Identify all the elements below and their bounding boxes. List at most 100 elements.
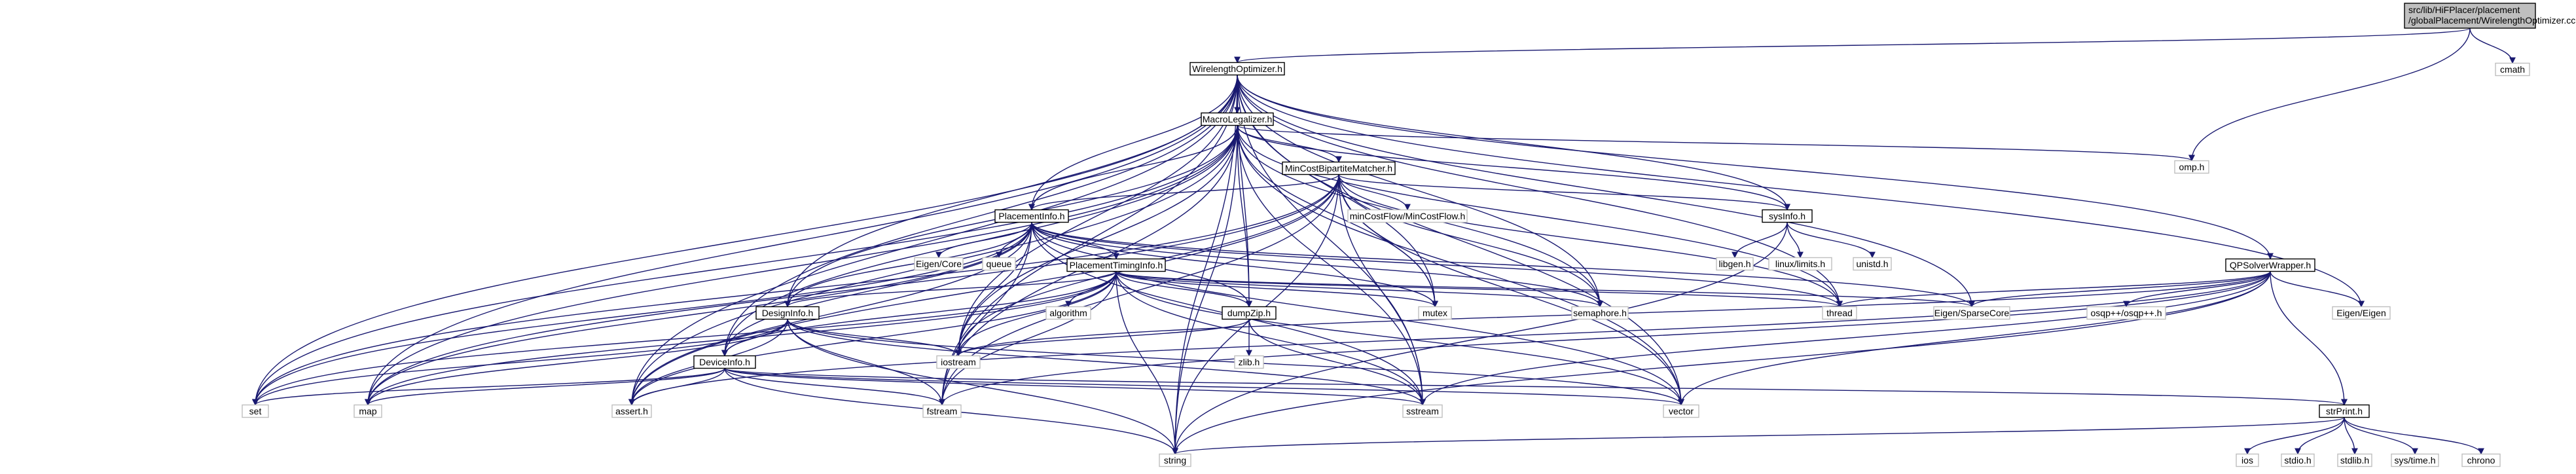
node-wo-box[interactable] [1189,62,1285,76]
edge-root-to-omp [2188,27,2471,162]
node-zlib-box [1234,355,1264,369]
node-pi-label[interactable]: PlacementInfo.h [998,211,1064,221]
edge-pi-to-assert [628,222,1032,406]
node-assert-label: assert.h [615,406,648,416]
node-vector-box [1663,404,1699,418]
edge-devi-to-set [252,367,725,406]
edge-root-to-cmath [2469,27,2516,64]
node-libgen-box [1716,257,1754,271]
node-pti-box[interactable] [1066,258,1166,272]
node-ml-box[interactable] [1201,112,1274,126]
edge-pti-to-dumpzip [1116,271,1252,308]
node-sparse-box [1933,306,2010,320]
edge-ml-to-set [252,125,1238,406]
node-qpsw-label[interactable]: QPSolverWrapper.h [2230,260,2311,270]
edge-dumpzip-to-sstream [1248,319,1426,406]
edge-sysinfo-to-string [1172,222,1788,455]
node-strprint-label[interactable]: strPrint.h [2326,406,2363,416]
node-mcbm-label[interactable]: MinCostBipartiteMatcher.h [1285,163,1392,173]
node-devi-label[interactable]: DeviceInfo.h [699,357,750,367]
node-dumpzip-box[interactable] [1222,306,1277,320]
edge-pti-to-sstream [1116,271,1426,406]
edge-wo-to-dumpzip [1237,75,1252,308]
edge-mcbm-to-sysinfo [1338,173,1790,211]
node-thread-box [1822,306,1857,320]
node-osqp-box [2086,306,2166,320]
edge-devi-to-map [365,367,725,406]
edge-mcbm-to-set [252,174,1339,406]
edge-mcbm-to-assert [628,174,1339,406]
node-dumpzip[interactable]: dumpZip.h [1222,306,1277,320]
node-qpsw-box[interactable] [2225,258,2315,272]
node-set-box [242,404,269,418]
node-stdlib-box [2337,453,2372,467]
node-sysinfo-label[interactable]: sysInfo.h [1769,211,1805,221]
node-string-label: string [1164,455,1186,465]
node-mcf-box [1347,209,1468,223]
edge-pti-to-thread [1116,270,1843,308]
node-unistd-label: unistd.h [1856,259,1888,269]
node-root-file: src/lib/HiFPlacer/placement/globalPlacem… [2404,3,2575,29]
edge-pti-to-di [784,270,1117,308]
node-zlib-label: zlib.h [1239,357,1260,367]
node-semaphore-label: semaphore.h [1573,308,1627,318]
edge-sysinfo-to-limits [1787,222,1804,259]
node-systime: sys/time.h [2391,453,2439,467]
node-dumpzip-label[interactable]: dumpZip.h [1227,308,1271,318]
node-eigen: Eigen/Eigen [2332,306,2391,320]
node-map-box [354,404,382,418]
nodes-layer: src/lib/HiFPlacer/placement/globalPlacem… [242,3,2575,467]
node-stdio-label: stdio.h [2284,455,2311,465]
node-mutex: mutex [1418,306,1452,320]
node-di-box[interactable] [755,306,820,320]
node-limits-box [1768,257,1832,271]
node-map-label: map [359,406,376,416]
node-sysinfo[interactable]: sysInfo.h [1762,209,1813,223]
edge-devi-to-sstream [724,367,1426,406]
node-cmath: cmath [2495,62,2530,77]
edge-devi-to-strprint [724,367,2348,406]
edge-di-to-iostream [787,319,962,357]
node-di-label[interactable]: DesignInfo.h [762,308,814,318]
node-omp: omp.h [2174,160,2209,174]
node-sysinfo-box[interactable] [1762,209,1813,223]
edge-qpsw-to-string [1172,271,2271,455]
node-pi-box[interactable] [994,209,1069,223]
edge-wo-to-semaphore [1237,75,1603,308]
node-qpsw[interactable]: QPSolverWrapper.h [2225,258,2315,272]
node-algorithm-label: algorithm [1049,308,1087,318]
node-mcbm[interactable]: MinCostBipartiteMatcher.h [1282,161,1396,175]
node-sstream-label: sstream [1406,406,1439,416]
edge-mcbm-to-thread [1338,174,1843,308]
edge-sysinfo-to-unistd [1787,222,1876,259]
edge-wo-to-pi [1028,75,1238,211]
node-pti[interactable]: PlacementTimingInfo.h [1066,258,1166,272]
node-wo-label[interactable]: WirelengthOptimizer.h [1192,64,1282,74]
edge-qpsw-to-thread [1836,270,2271,308]
node-root-box [2404,3,2536,29]
edge-mcbm-to-semaphore [1338,174,1603,308]
edge-wo-to-assert [628,75,1238,406]
node-pi[interactable]: PlacementInfo.h [994,209,1069,223]
node-wo[interactable]: WirelengthOptimizer.h [1189,62,1285,76]
edge-strprint-to-chrono [2344,417,2484,455]
node-ios: ios [2236,453,2259,467]
node-di[interactable]: DesignInfo.h [755,306,820,320]
node-omp-label: omp.h [2179,162,2205,172]
node-root-label-line-2: /globalPlacement/WirelengthOptimizer.cc [2408,15,2575,26]
node-algorithm: algorithm [1045,306,1091,320]
edge-wo-to-vector [1237,75,1684,406]
node-ml-label[interactable]: MacroLegalizer.h [1203,114,1273,124]
node-strprint[interactable]: strPrint.h [2319,404,2370,418]
node-strprint-box[interactable] [2319,404,2370,418]
node-devi-box[interactable] [693,355,756,369]
node-devi[interactable]: DeviceInfo.h [693,355,756,369]
node-ml[interactable]: MacroLegalizer.h [1201,112,1274,126]
edge-sysinfo-to-libgen [1732,222,1788,259]
node-pti-label[interactable]: PlacementTimingInfo.h [1070,260,1163,270]
edge-pi-to-fstream [939,222,1032,406]
node-semaphore: semaphore.h [1571,306,1629,320]
node-vector-label: vector [1669,406,1694,416]
node-mcbm-box[interactable] [1282,161,1396,175]
